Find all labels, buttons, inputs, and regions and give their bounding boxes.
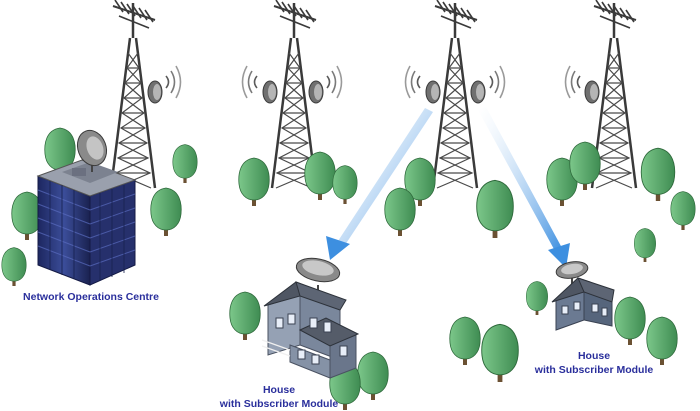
- signal-waves-icon: [564, 65, 581, 99]
- house-icon: [261, 257, 360, 379]
- satellite-dish-icon: [76, 129, 108, 172]
- noc-label-text: Network Operations Centre: [23, 291, 159, 303]
- house-label-right-line1: House: [577, 350, 611, 362]
- signal-waves-icon: [241, 65, 258, 99]
- network-operations-centre-label: Network Operations Centre: [6, 290, 176, 304]
- tree-icon: [357, 351, 389, 401]
- satellite-dish-icon: [147, 80, 163, 104]
- house-label-left-line1: House: [262, 384, 296, 396]
- tree-icon: [332, 165, 358, 205]
- house-icon: [551, 261, 615, 331]
- tree-icon: [304, 151, 336, 201]
- tree-icon: [476, 179, 514, 239]
- satellite-dish-icon: [262, 80, 278, 104]
- tree-icon: [172, 144, 198, 184]
- house-label-right: House with Subscriber Module: [524, 349, 664, 377]
- satellite-dish-icon: [584, 80, 600, 104]
- house-label-left: House with Subscriber Module: [214, 383, 344, 411]
- signal-waves-icon: [489, 65, 506, 99]
- satellite-dish-icon: [308, 80, 324, 104]
- tree-icon: [238, 157, 270, 207]
- office-building-icon: [36, 129, 137, 286]
- house-label-left-line2: with Subscriber Module: [219, 398, 339, 410]
- tree-icon: [229, 291, 261, 341]
- tree-icon: [670, 191, 696, 231]
- tree-icon: [384, 187, 416, 237]
- tree-icon: [640, 147, 676, 202]
- tree-icon: [481, 323, 519, 383]
- satellite-dish-icon: [470, 80, 486, 104]
- tree-icon: [526, 281, 548, 316]
- tree-icon: [614, 296, 646, 346]
- signal-waves-icon: [165, 65, 182, 99]
- tree-icon: [1, 247, 27, 287]
- satellite-dish-icon: [425, 80, 441, 104]
- tree-icon: [634, 228, 656, 263]
- signal-waves-icon: [404, 65, 421, 99]
- beam-arrow-icon: [326, 108, 433, 260]
- tree-icon: [449, 316, 481, 366]
- signal-waves-icon: [326, 65, 343, 99]
- house-label-right-line2: with Subscriber Module: [534, 364, 654, 376]
- beam-arrow-icon: [478, 107, 570, 268]
- tree-icon: [150, 187, 182, 237]
